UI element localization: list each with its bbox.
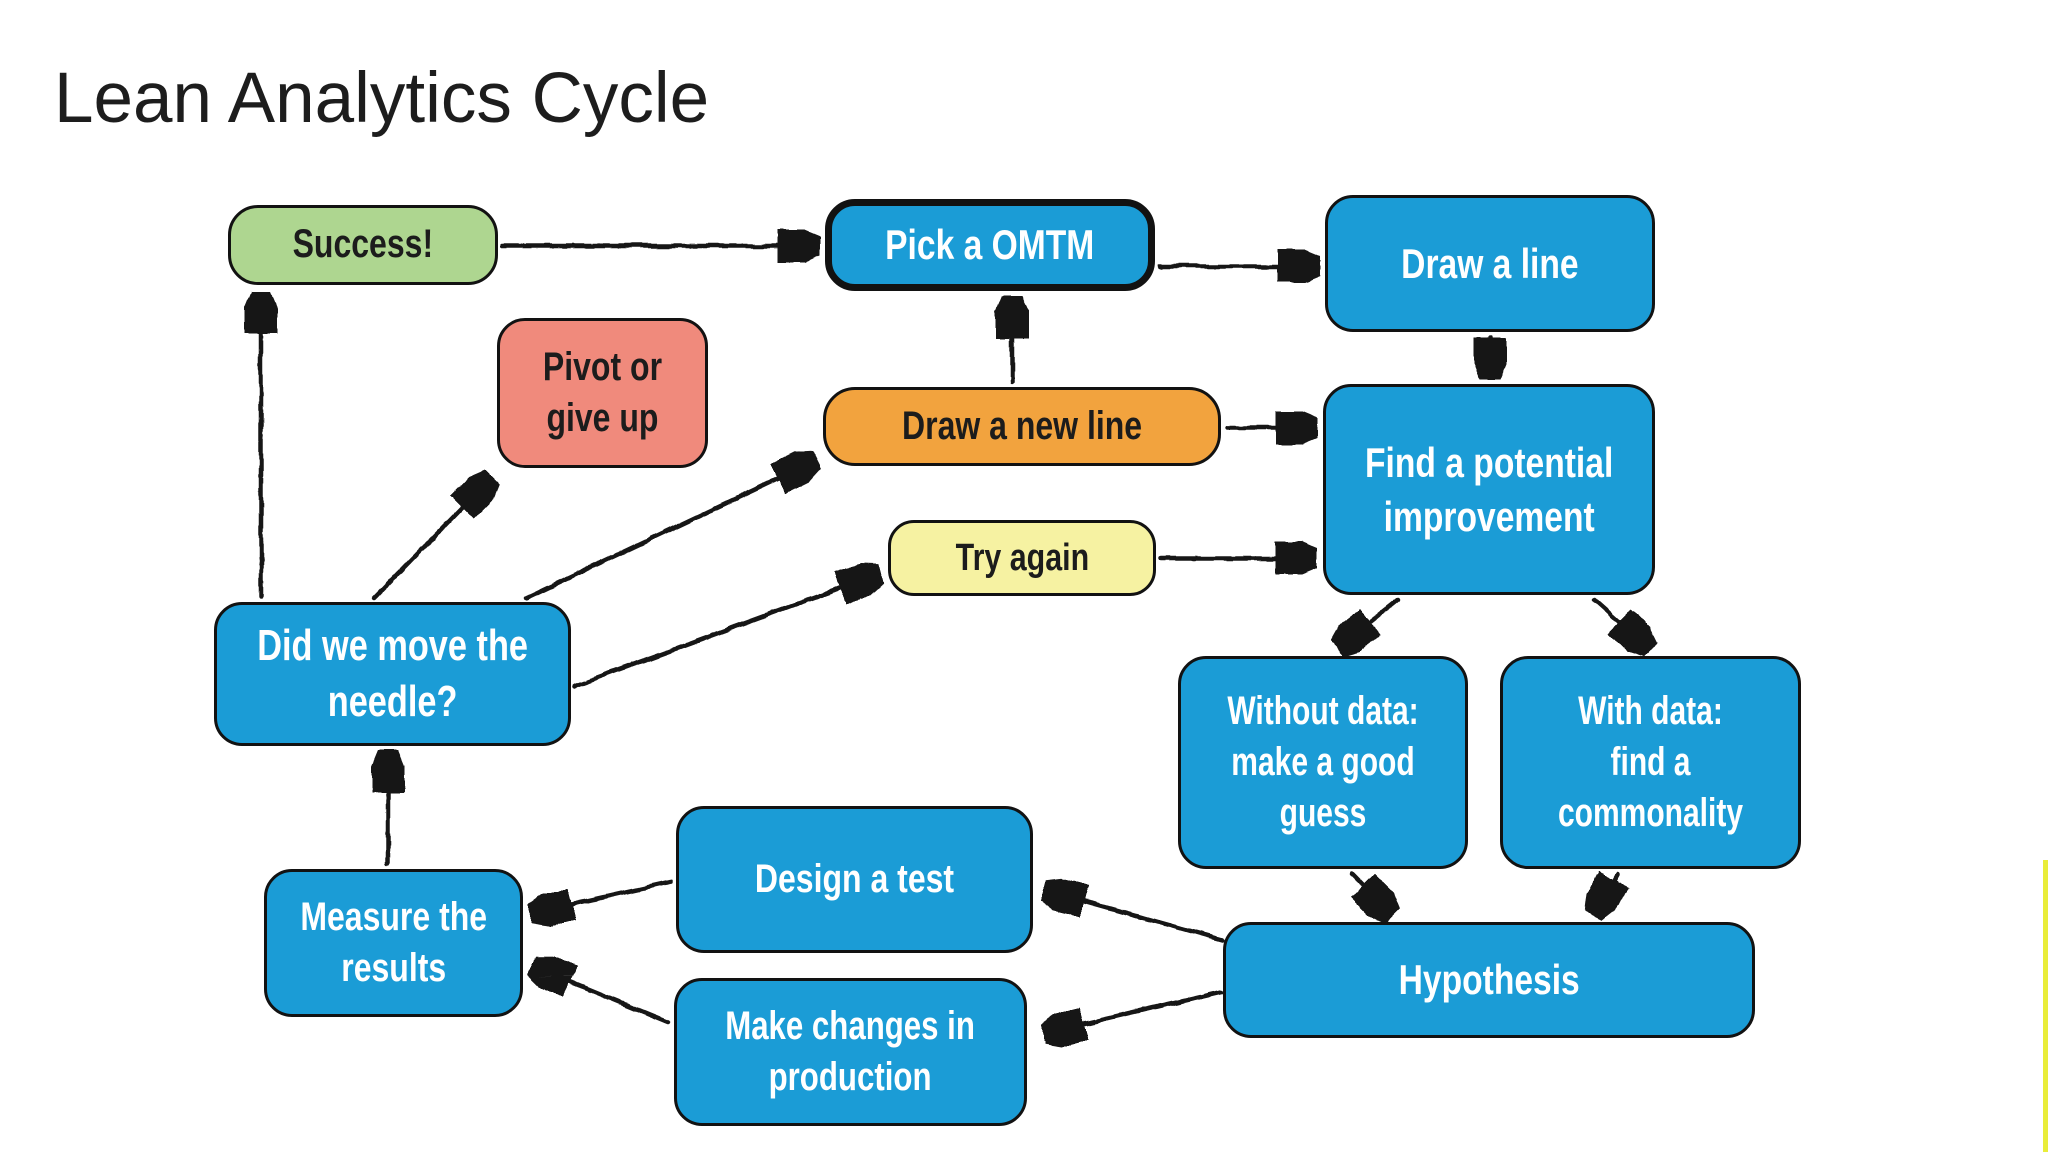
node-without-data: Without data: make a good guess bbox=[1178, 656, 1468, 869]
node-draw-a-line: Draw a line bbox=[1325, 195, 1655, 332]
node-pivot-or-give-up: Pivot or give up bbox=[497, 318, 708, 468]
node-label-draw-a-line: Draw a line bbox=[1401, 239, 1579, 287]
arrow-find-improvement-to-with-data bbox=[1592, 597, 1648, 647]
node-label-did-we-move: Did we move the needle? bbox=[257, 620, 528, 726]
arrow-find-improvement-to-without-data bbox=[1340, 597, 1401, 646]
node-design-a-test: Design a test bbox=[676, 806, 1033, 953]
arrow-did-we-move-to-pivot bbox=[371, 480, 489, 601]
arrow-with-data-to-hypothesis bbox=[1595, 874, 1617, 913]
arrow-did-we-move-to-try-again bbox=[571, 575, 877, 689]
node-make-changes: Make changes in production bbox=[674, 978, 1027, 1126]
node-label-find-improvement: Find a potential improvement bbox=[1364, 438, 1614, 540]
arrow-without-data-to-hypothesis bbox=[1349, 871, 1390, 913]
node-label-pivot-or-give-up: Pivot or give up bbox=[542, 344, 663, 440]
node-with-data: With data: find a commonality bbox=[1500, 656, 1801, 869]
arrow-hypothesis-to-design-a-test bbox=[1047, 891, 1225, 943]
node-try-again: Try again bbox=[888, 520, 1156, 596]
node-label-hypothesis: Hypothesis bbox=[1398, 956, 1580, 1004]
slide-title: Lean Analytics Cycle bbox=[54, 59, 710, 138]
node-label-success: Success! bbox=[292, 222, 434, 267]
node-measure-results: Measure the results bbox=[264, 869, 523, 1017]
node-label-design-a-test: Design a test bbox=[754, 856, 955, 901]
node-label-with-data: With data: find a commonality bbox=[1557, 688, 1744, 836]
node-find-improvement: Find a potential improvement bbox=[1323, 384, 1655, 595]
node-draw-a-new-line: Draw a new line bbox=[823, 387, 1221, 466]
arrow-make-changes-to-measure-results bbox=[535, 967, 672, 1025]
node-success: Success! bbox=[228, 205, 498, 285]
right-edge-strip bbox=[2043, 860, 2048, 1152]
arrow-group bbox=[261, 246, 1648, 1033]
node-label-without-data: Without data: make a good guess bbox=[1227, 688, 1419, 836]
node-label-pick-a-omtm: Pick a OMTM bbox=[885, 221, 1095, 269]
node-hypothesis: Hypothesis bbox=[1223, 922, 1755, 1038]
node-label-try-again: Try again bbox=[955, 536, 1089, 579]
arrow-did-we-move-to-draw-a-new-line bbox=[523, 462, 813, 601]
arrow-hypothesis-to-make-changes bbox=[1046, 989, 1225, 1033]
node-label-draw-a-new-line: Draw a new line bbox=[901, 403, 1143, 448]
node-pick-a-omtm: Pick a OMTM bbox=[825, 199, 1155, 291]
node-label-measure-results: Measure the results bbox=[300, 894, 487, 990]
node-did-we-move: Did we move the needle? bbox=[214, 602, 571, 746]
node-label-make-changes: Make changes in production bbox=[725, 1003, 976, 1099]
arrow-design-a-test-to-measure-results bbox=[534, 879, 674, 913]
